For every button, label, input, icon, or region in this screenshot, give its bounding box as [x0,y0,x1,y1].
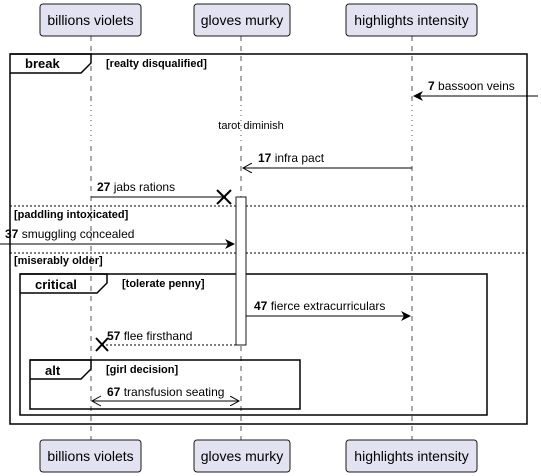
message-7-number: 7 [428,79,435,93]
message-57-text: flee firsthand [124,329,193,343]
svg-text:highlights intensity: highlights intensity [354,448,468,464]
message-47-text: fierce extracurriculars [271,299,386,313]
svg-text:gloves murky: gloves murky [201,448,283,464]
delay-label: tarot diminish [218,120,283,132]
fragment-break: break [realty disqualified] [paddling in… [9,53,528,425]
svg-text:57 flee firsthand: 57 flee firsthand [107,329,192,343]
svg-text:7 bassoon veins: 7 bassoon veins [428,79,515,93]
fragment-alt-keyword: alt [45,363,61,378]
svg-text:27 jabs rations: 27 jabs rations [97,180,175,194]
message-27[interactable]: 27 jabs rations [91,180,232,205]
message-57[interactable]: 57 flee firsthand [95,329,236,352]
participant-top-billions-violets[interactable]: billions violets [39,3,142,37]
message-47[interactable]: 47 fierce extracurriculars [246,299,411,321]
message-37-text: smuggling concealed [22,227,135,241]
fragment-critical-guard: [tolerate penny] [122,278,205,290]
fragment-alt: alt [girl decision] [29,359,301,410]
participant-bottom-billions-violets[interactable]: billions violets [39,439,142,473]
fragment-break-guard: [realty disqualified] [106,58,207,70]
svg-text:billions violets: billions violets [47,12,133,28]
message-17[interactable]: 17 infra pact [243,151,412,168]
message-67-text: transfusion seating [124,385,225,399]
participant-top-gloves-murky[interactable]: gloves murky [193,3,291,37]
destroy-x-icon-2 [95,337,109,352]
fragment-alt-guard: [girl decision] [106,364,178,376]
message-37[interactable]: 37 smuggling concealed [0,227,235,249]
participant-bottom-highlights-intensity[interactable]: highlights intensity [345,439,478,473]
fragment-critical-keyword: critical [35,277,77,292]
delay-marker: tarot diminish [89,100,414,144]
message-67[interactable]: 67 transfusion seating [90,385,239,407]
message-17-number: 17 [258,151,272,165]
message-47-number: 47 [254,299,268,313]
message-67-number: 67 [107,385,121,399]
svg-text:billions violets: billions violets [47,448,133,464]
participant-bottom-gloves-murky[interactable]: gloves murky [193,439,291,473]
activation-bar-gloves-murky [235,196,247,346]
arrowhead-left-icon [90,395,102,407]
message-27-number: 27 [97,180,111,194]
fragment-break-keyword: break [25,56,60,71]
message-17-text: infra pact [275,151,325,165]
fragment-break-else-guard-1: [paddling intoxicated] [14,209,129,221]
message-7[interactable]: 7 bassoon veins [413,79,538,101]
svg-text:47 fierce extracurriculars: 47 fierce extracurriculars [254,299,385,313]
svg-text:67 transfusion seating: 67 transfusion seating [107,385,224,399]
message-27-text: jabs rations [113,180,175,194]
fragment-critical: critical [tolerate penny] [19,273,488,416]
svg-text:highlights intensity: highlights intensity [354,12,468,28]
fragment-break-else-guard-2: [miserably older] [14,255,103,267]
svg-text:17 infra pact: 17 infra pact [258,151,325,165]
participant-top-highlights-intensity[interactable]: highlights intensity [345,3,478,37]
message-37-number: 37 [5,227,19,241]
svg-text:gloves murky: gloves murky [201,12,283,28]
destroy-x-icon [216,189,232,205]
message-57-number: 57 [107,329,121,343]
svg-text:37 smuggling concealed: 37 smuggling concealed [5,227,134,241]
message-7-text: bassoon veins [438,79,515,93]
